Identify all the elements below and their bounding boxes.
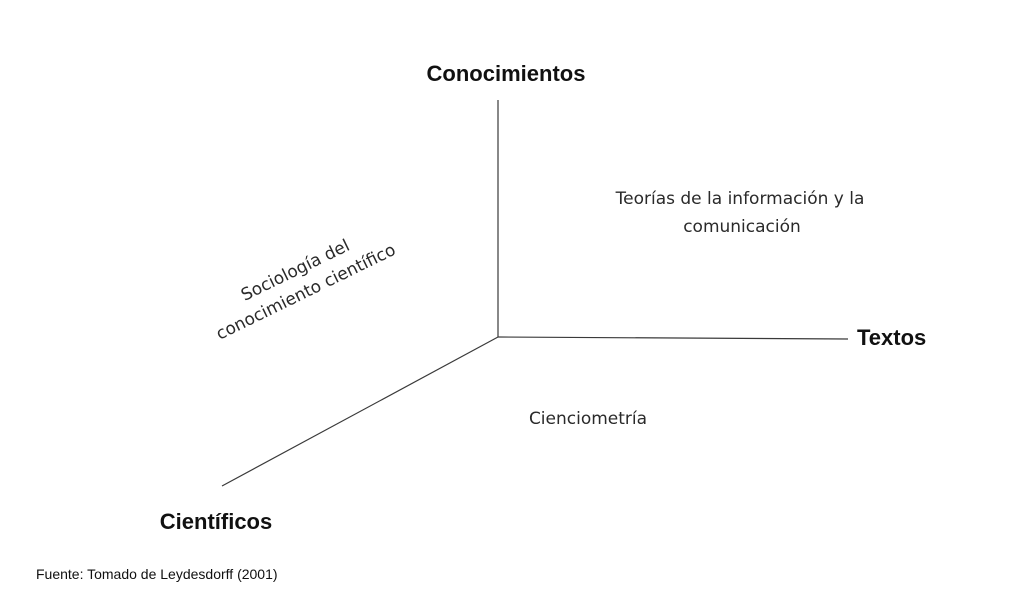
- region-label-teorias-line2: comunicación: [683, 217, 801, 237]
- region-label-sociologia: Sociología del conocimiento científico: [213, 236, 399, 345]
- axis-label-textos: Textos: [857, 325, 926, 350]
- source-note: Fuente: Tomado de Leydesdorff (2001): [36, 566, 278, 582]
- diagonal-axis-line: [221, 336, 499, 487]
- horizontal-axis-line: [497, 336, 849, 340]
- axis-label-conocimientos: Conocimientos: [427, 61, 586, 86]
- axis-label-cientificos: Científicos: [160, 509, 272, 534]
- region-label-teorias-line1: Teorías de la información y la: [615, 189, 865, 209]
- region-label-cienciometria: Cienciometría: [529, 409, 647, 429]
